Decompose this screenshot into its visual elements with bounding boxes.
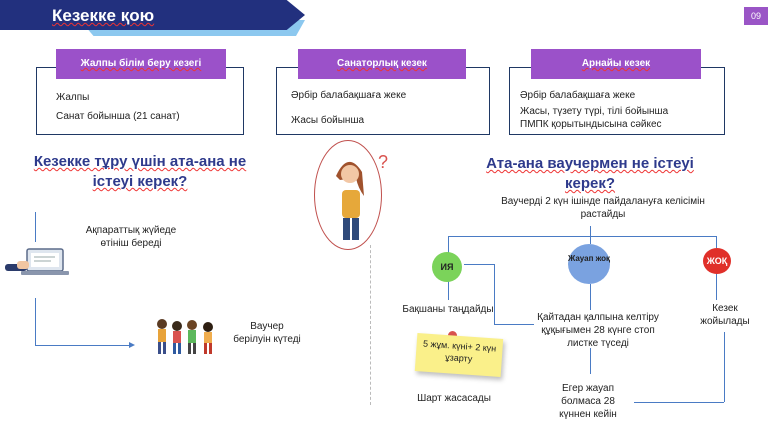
flow-line bbox=[590, 348, 591, 374]
flow-line bbox=[35, 212, 36, 242]
step-await-voucher: Ваучер берілуін күтеді bbox=[233, 321, 301, 345]
flow-line bbox=[724, 332, 725, 402]
flow-line bbox=[448, 236, 716, 237]
thinking-woman-icon: ? bbox=[336, 152, 388, 240]
flow-line bbox=[494, 324, 534, 325]
queue-removed-text: Кезек жойылады bbox=[700, 303, 750, 327]
children-icon bbox=[157, 319, 213, 354]
header-banner bbox=[0, 0, 305, 30]
option-yes-circle: ИЯ bbox=[432, 252, 462, 282]
parent-illustration-frame bbox=[314, 140, 382, 250]
flow-line bbox=[448, 236, 449, 254]
option-no-answer-circle: Жауап жоқ bbox=[568, 244, 610, 284]
arrowhead-icon bbox=[129, 342, 135, 348]
category-title-special: Арнайы кезек bbox=[531, 49, 701, 79]
choose-kindergarten-text: Бақшаны таңдайды bbox=[402, 304, 494, 315]
category-line: Әрбір балабақшаға жеке bbox=[520, 90, 636, 101]
category-line: Жасы, түзету түрі, тілі бойынша bbox=[520, 106, 669, 117]
stop-list-text: Қайтадан қалпына келтіру құқығымен 28 кү… bbox=[537, 312, 659, 349]
flow-line bbox=[716, 272, 717, 300]
flow-line bbox=[634, 402, 724, 403]
option-no-circle: ЖОҚ bbox=[703, 248, 731, 274]
extension-sticky-note: 5 жұм. күні+ 2 күн ұзарту bbox=[414, 333, 504, 377]
flow-line bbox=[448, 280, 449, 300]
voucher-confirm-instruction: Ваучерді 2 күн ішінде пайдалануға келісі… bbox=[501, 196, 705, 220]
category-line: Жасы бойынша bbox=[291, 115, 365, 126]
section-divider bbox=[370, 245, 371, 405]
flow-line bbox=[590, 226, 591, 244]
category-line: Әрбір балабақшаға жеке bbox=[291, 90, 407, 101]
right-heading: Ата-ана ваучермен не істеуі керек? bbox=[486, 155, 694, 192]
left-heading: Кезекке тұру үшін ата-ана не істеуі кере… bbox=[33, 153, 247, 190]
flow-line bbox=[494, 264, 495, 324]
flow-line bbox=[716, 236, 717, 248]
flow-line bbox=[35, 345, 130, 346]
step-submit-application: Ақпараттық жүйеде өтініш береді bbox=[85, 225, 177, 249]
sign-contract-text: Шарт жасасады bbox=[417, 393, 491, 404]
flow-line bbox=[35, 298, 36, 346]
svg-text:?: ? bbox=[378, 152, 388, 172]
category-title-general: Жалпы білім беру кезегі bbox=[56, 49, 226, 79]
category-line: ПМПК қорытындысына сәйкес bbox=[520, 119, 662, 130]
no-answer-timeout-text: Егер жауап болмаса 28 күннен кейін bbox=[559, 383, 617, 420]
flow-line bbox=[464, 264, 494, 265]
page-title: Кезекке қою bbox=[52, 6, 155, 25]
page-number-badge: 09 bbox=[744, 7, 768, 25]
category-line: Жалпы bbox=[56, 92, 90, 103]
category-title-sanatorium: Санаторлық кезек bbox=[298, 49, 466, 79]
category-line: Санат бойынша (21 санат) bbox=[56, 111, 180, 122]
flow-line bbox=[590, 284, 591, 310]
laptop-application-icon bbox=[5, 248, 69, 275]
